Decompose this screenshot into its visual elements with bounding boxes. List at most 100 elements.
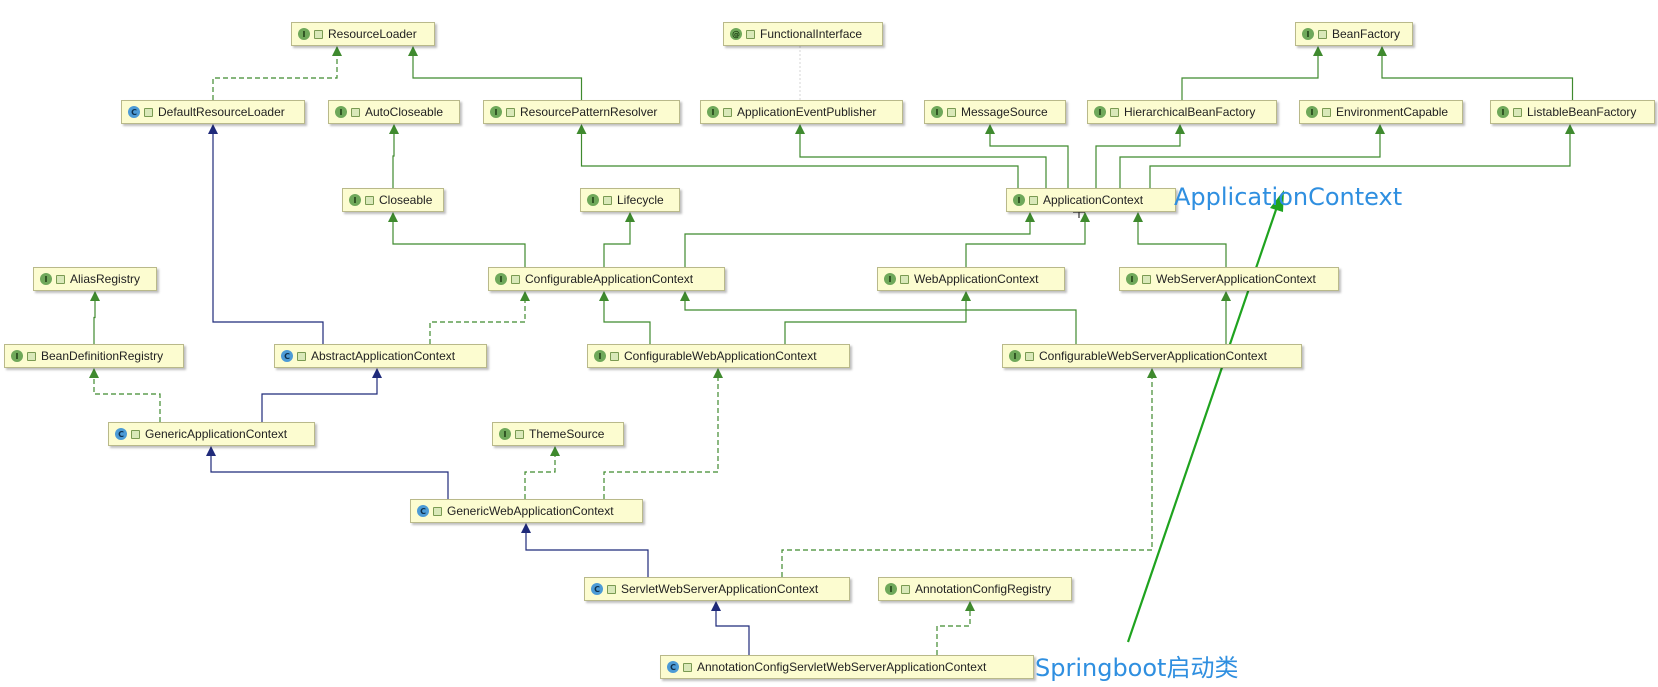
public-visibility-icon xyxy=(901,584,910,594)
public-visibility-icon xyxy=(27,351,36,361)
interface-badge-icon: I xyxy=(1306,106,1318,118)
node-label: Lifecycle xyxy=(617,193,664,207)
interface-badge-icon: I xyxy=(587,194,599,206)
edge-AbstractApplicationContext-to-ConfigurableApplicationContext xyxy=(429,300,526,344)
edge-AnnotationConfigServletWebServerApplicationContext-to-ServletWebServerApplicationContext xyxy=(715,610,750,655)
edge-GenericWebApplicationContext-to-ConfigurableWebApplicationContext xyxy=(603,377,719,499)
public-visibility-icon xyxy=(1029,195,1038,205)
edge-HierarchicalBeanFactory-to-BeanFactory xyxy=(1181,55,1319,100)
callout-application-context: ApplicationContext xyxy=(1174,183,1403,211)
arrowhead-ListableBeanFactory xyxy=(1565,124,1575,134)
arrowhead-ApplicationContext xyxy=(1025,212,1035,222)
public-visibility-icon xyxy=(506,107,515,117)
interface-badge-icon: I xyxy=(495,273,507,285)
callout-springboot-main-class: Springboot启动类 xyxy=(1035,654,1239,682)
edge-ResourcePatternResolver-to-ResourceLoader xyxy=(412,55,583,100)
annotation-badge-icon: @ xyxy=(730,28,742,40)
public-visibility-icon xyxy=(610,351,619,361)
class-badge-icon: C xyxy=(115,428,127,440)
node-label: EnvironmentCapable xyxy=(1336,105,1449,119)
arrowhead-HierarchicalBeanFactory xyxy=(1175,124,1185,134)
public-visibility-icon xyxy=(433,506,442,516)
public-visibility-icon xyxy=(603,195,612,205)
arrowhead-GenericWebApplicationContext xyxy=(521,523,531,533)
node-configurable-application-context[interactable]: I ConfigurableApplicationContext xyxy=(488,267,725,291)
node-label: ConfigurableApplicationContext xyxy=(525,272,694,286)
arrowhead-AnnotationConfigRegistry xyxy=(965,601,975,611)
node-auto-closeable[interactable]: I AutoCloseable xyxy=(328,100,460,124)
edge-ApplicationContext-to-ApplicationEventPublisher xyxy=(799,133,1047,188)
callout-arrow-line xyxy=(1126,197,1282,643)
node-label: AliasRegistry xyxy=(70,272,141,286)
edge-WebServerApplicationContext-to-ApplicationContext xyxy=(1137,221,1227,267)
edge-AbstractApplicationContext-to-DefaultResourceLoader xyxy=(212,133,324,344)
node-label: GenericWebApplicationContext xyxy=(447,504,614,518)
callout-arrowhead xyxy=(1270,190,1284,212)
node-functional-interface[interactable]: @ FunctionalInterface xyxy=(723,22,883,46)
edge-ConfigurableApplicationContext-to-Closeable xyxy=(392,221,526,267)
edge-ConfigurableWebApplicationContext-to-ConfigurableApplicationContext xyxy=(603,300,651,344)
public-visibility-icon xyxy=(1110,107,1119,117)
interface-badge-icon: I xyxy=(594,350,606,362)
class-badge-icon: C xyxy=(128,106,140,118)
public-visibility-icon xyxy=(947,107,956,117)
arrowhead-ConfigurableApplicationContext xyxy=(680,291,690,301)
edge-ApplicationContext-to-EnvironmentCapable xyxy=(1119,133,1381,188)
edge-BeanDefinitionRegistry-to-AliasRegistry xyxy=(93,300,96,344)
interface-badge-icon: I xyxy=(885,583,897,595)
node-label: ResourcePatternResolver xyxy=(520,105,658,119)
arrowhead-Closeable xyxy=(388,212,398,222)
arrowhead-AbstractApplicationContext xyxy=(372,368,382,378)
public-visibility-icon xyxy=(56,274,65,284)
public-visibility-icon xyxy=(351,107,360,117)
class-badge-icon: C xyxy=(667,661,679,673)
arrowhead-ConfigurableApplicationContext xyxy=(599,291,609,301)
node-label: ServletWebServerApplicationContext xyxy=(621,582,819,596)
edge-WebApplicationContext-to-ApplicationContext xyxy=(965,221,1086,267)
arrowhead-ResourceLoader xyxy=(408,46,418,56)
interface-badge-icon: I xyxy=(11,350,23,362)
arrowhead-ApplicationContext xyxy=(1133,212,1143,222)
node-label: BeanFactory xyxy=(1332,27,1401,41)
edge-GenericApplicationContext-to-BeanDefinitionRegistry xyxy=(93,377,161,422)
arrowhead-BeanDefinitionRegistry xyxy=(89,368,99,378)
node-environment-capable[interactable]: I EnvironmentCapable xyxy=(1299,100,1463,124)
arrowhead-ApplicationEventPublisher xyxy=(795,124,805,134)
class-badge-icon: C xyxy=(281,350,293,362)
arrowhead-ConfigurableApplicationContext xyxy=(520,291,530,301)
node-label: Closeable xyxy=(379,193,433,207)
node-label: AutoCloseable xyxy=(365,105,444,119)
node-lifecycle[interactable]: I Lifecycle xyxy=(580,188,680,212)
edge-GenericApplicationContext-to-AbstractApplicationContext xyxy=(261,377,378,422)
public-visibility-icon xyxy=(511,274,520,284)
public-visibility-icon xyxy=(314,29,323,39)
interface-badge-icon: I xyxy=(1126,273,1138,285)
edge-ListableBeanFactory-to-BeanFactory xyxy=(1381,55,1574,100)
node-label: FunctionalInterface xyxy=(760,27,863,41)
interface-badge-icon: I xyxy=(335,106,347,118)
